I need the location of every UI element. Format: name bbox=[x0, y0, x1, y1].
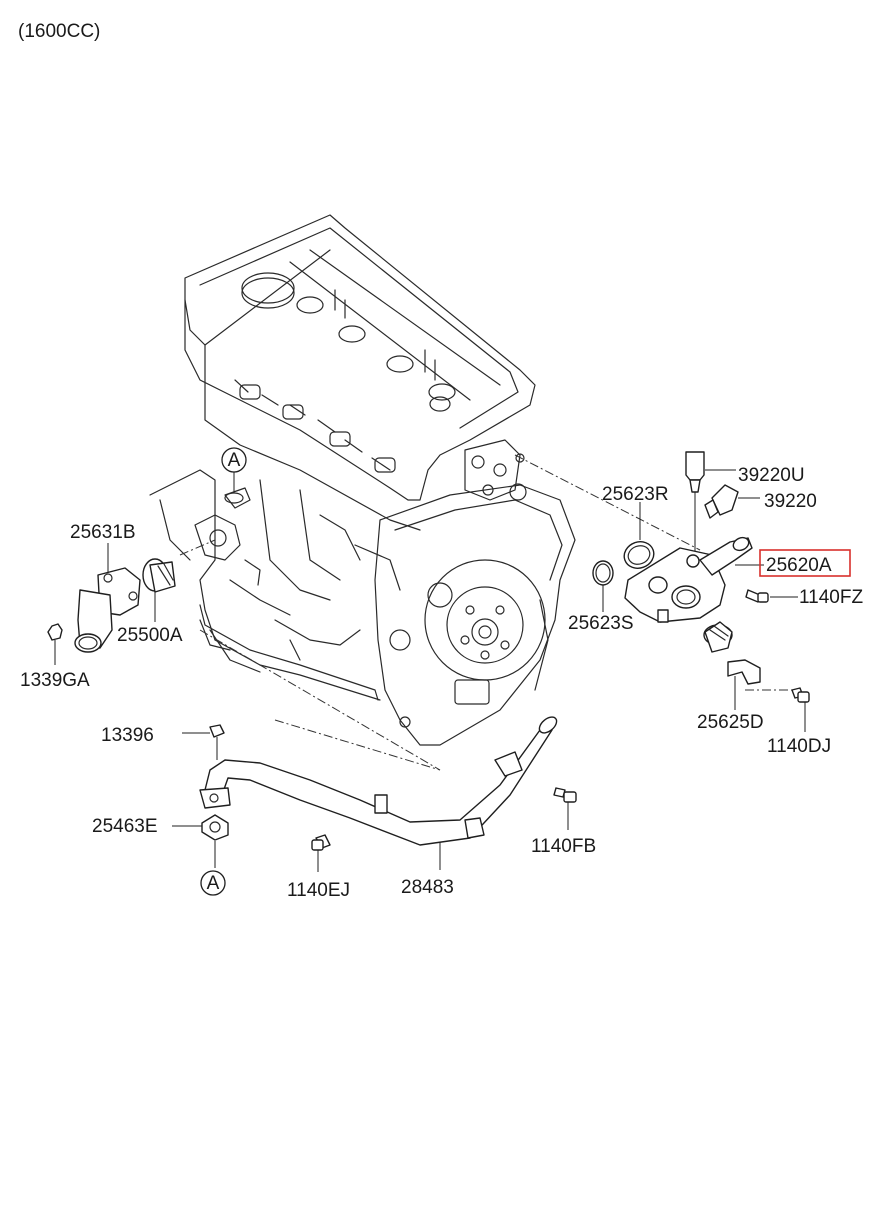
label-13396[interactable]: 13396 bbox=[101, 725, 154, 746]
label-1140fz[interactable]: 1140FZ bbox=[799, 587, 863, 608]
engine-variant-label: (1600CC) bbox=[18, 21, 100, 42]
label-25631b[interactable]: 25631B bbox=[70, 522, 136, 543]
bolt-1140fz bbox=[745, 589, 798, 603]
label-25463e[interactable]: 25463E bbox=[92, 816, 158, 837]
reference-marker-a-top: A bbox=[221, 447, 247, 504]
water-pipe-28483 bbox=[199, 716, 558, 870]
label-1140dj[interactable]: 1140DJ bbox=[767, 736, 831, 757]
bolt-1140fb bbox=[553, 787, 577, 830]
reference-marker-a-bottom: A bbox=[200, 870, 226, 896]
water-inlet-fitting-25631b bbox=[74, 543, 141, 653]
bolt-1140ej bbox=[311, 834, 331, 872]
bracket-25625d bbox=[727, 659, 761, 710]
label-25623r[interactable]: 25623R bbox=[602, 484, 669, 505]
label-25500a[interactable]: 25500A bbox=[117, 625, 183, 646]
nut-1339ga bbox=[47, 623, 63, 665]
sensor-39220 bbox=[704, 484, 760, 519]
bolt-1140dj bbox=[791, 687, 810, 732]
reference-marker-a-top-letter: A bbox=[228, 450, 241, 471]
label-1140ej[interactable]: 1140EJ bbox=[287, 880, 350, 901]
oring-25623r bbox=[623, 502, 655, 569]
label-1339ga[interactable]: 1339GA bbox=[20, 670, 90, 691]
label-39220u[interactable]: 39220U bbox=[738, 465, 805, 486]
highlight-box-25620a bbox=[759, 549, 851, 577]
label-25623s[interactable]: 25623S bbox=[568, 613, 634, 634]
sensor-39220u bbox=[685, 451, 736, 553]
oring-25623s bbox=[592, 560, 614, 612]
engine-block-illustration: A bbox=[149, 214, 800, 771]
reference-marker-a-bottom-letter: A bbox=[207, 873, 220, 894]
label-1140fb[interactable]: 1140FB bbox=[531, 836, 596, 857]
water-outlet-fitting-25620a bbox=[624, 536, 764, 623]
thermostat-25500a bbox=[142, 558, 176, 622]
nut-13396 bbox=[182, 724, 225, 760]
gasket-25463e bbox=[172, 814, 229, 868]
label-25625d[interactable]: 25625D bbox=[697, 712, 764, 733]
thermostat-right bbox=[703, 621, 733, 653]
label-39220[interactable]: 39220 bbox=[764, 491, 817, 512]
label-25620a[interactable]: 25620A bbox=[766, 555, 832, 576]
label-28483[interactable]: 28483 bbox=[401, 877, 454, 898]
